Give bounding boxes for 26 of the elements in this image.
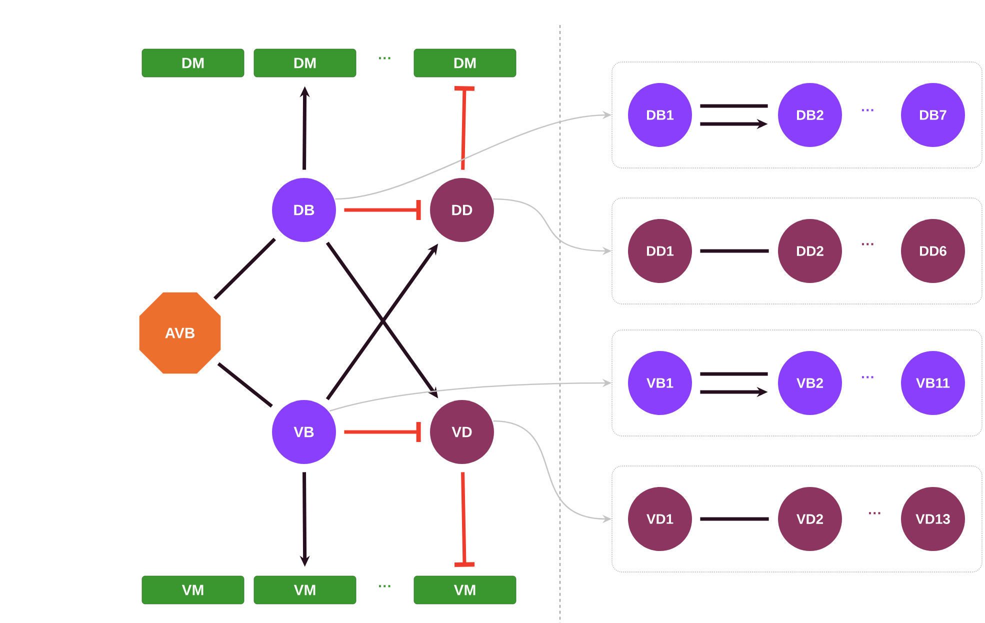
connector-line [217,362,273,408]
group-box [612,330,982,436]
module-box: DM [142,48,244,78]
connector-line [700,372,768,376]
ellipsis: ··· [379,57,390,60]
module-box: VM [254,576,356,604]
connector-line [700,249,769,253]
module-box: DM [254,48,356,78]
group-box [612,198,982,304]
arrow [454,472,475,567]
module-box: DM [414,48,516,78]
ellipsis: ··· [862,109,874,112]
module-box: VM [142,576,244,604]
module-box: VM [414,576,516,604]
connector-line [213,238,276,300]
connector-line [700,517,769,521]
arrow [344,422,421,442]
ellipsis: ··· [862,243,874,246]
command-octagon: AVB [139,292,221,374]
group-box [612,62,982,168]
connector-line [700,104,768,108]
ellipsis: ··· [379,585,390,588]
arrow [344,200,421,220]
ellipsis: ··· [869,512,880,514]
group-box [612,466,982,572]
ellipsis: ··· [862,376,874,378]
